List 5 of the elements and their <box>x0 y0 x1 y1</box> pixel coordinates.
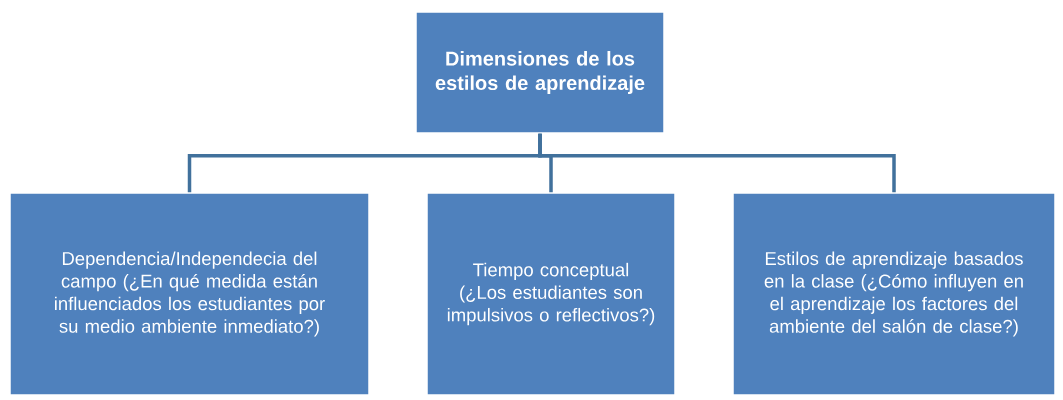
category-box: Dependencia/Independecia del campo (¿En qué medida están influenciados los estudiantes por su medio ambiente inmediato?) <box>9 192 370 396</box>
connector-line <box>538 133 896 193</box>
title-box: Dimensiones de los estilos de aprendizaje <box>415 11 665 134</box>
category-box: Tiempo conceptual (¿Los estudiantes son impulsivos o reflectivos?) <box>426 192 676 396</box>
category-box: Estilos de aprendizaje basados en la clase (¿Cómo influyen en el aprendizaje los factores del ambiente del salón de clase?) <box>732 192 1056 396</box>
